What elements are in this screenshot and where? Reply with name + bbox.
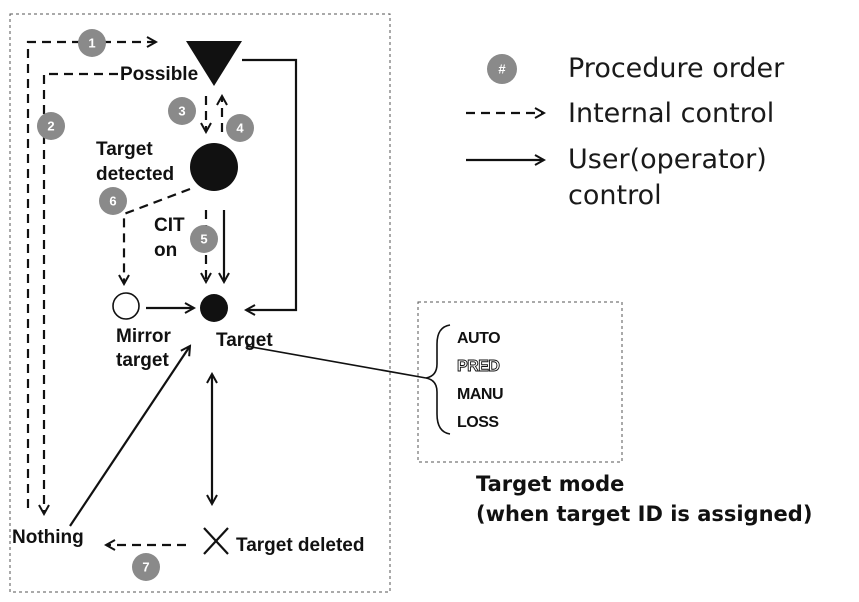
label-possible: Possible bbox=[120, 64, 198, 85]
arrow-6-internal bbox=[124, 187, 191, 284]
label-nothing: Nothing bbox=[12, 527, 84, 548]
svg-text:6: 6 bbox=[109, 194, 116, 209]
target-mode-frame bbox=[417, 301, 623, 463]
label-target-deleted: Target deleted bbox=[236, 535, 364, 556]
svg-text:#: # bbox=[498, 62, 506, 77]
badge-3: 3 bbox=[168, 97, 196, 125]
mirror-target-circle bbox=[112, 292, 140, 320]
label-target: Target bbox=[216, 330, 273, 351]
label-target-detected-1: Target bbox=[96, 139, 153, 160]
target-circle bbox=[200, 294, 228, 322]
label-mirror-target-1: Mirror bbox=[116, 326, 172, 347]
label-cit-1: CIT bbox=[154, 215, 185, 236]
svg-text:4: 4 bbox=[236, 121, 244, 136]
svg-text:1: 1 bbox=[88, 36, 95, 51]
arrow-2-internal bbox=[44, 72, 118, 514]
svg-text:5: 5 bbox=[200, 232, 207, 247]
connector-target-to-modes bbox=[245, 345, 427, 379]
svg-text:3: 3 bbox=[178, 104, 185, 119]
badge-2: 2 bbox=[37, 112, 65, 140]
badge-1: 1 bbox=[78, 29, 106, 57]
mode-auto: AUTO bbox=[457, 330, 500, 347]
legend-user-control-2: control bbox=[568, 180, 662, 211]
badge-6: 6 bbox=[99, 187, 127, 215]
legend-badge-icon: # bbox=[487, 54, 517, 84]
target-mode-subtitle: (when target ID is assigned) bbox=[476, 502, 812, 526]
arrow-possible-to-target bbox=[242, 58, 298, 310]
label-mirror-target-2: target bbox=[116, 350, 169, 371]
state-diagram-frame bbox=[9, 13, 391, 593]
target-deleted-x-icon bbox=[203, 527, 229, 555]
badge-5: 5 bbox=[190, 225, 218, 253]
mode-manu: MANU bbox=[457, 386, 503, 403]
badge-7: 7 bbox=[132, 553, 160, 581]
legend-internal-control: Internal control bbox=[568, 98, 774, 129]
badge-4: 4 bbox=[226, 114, 254, 142]
svg-text:2: 2 bbox=[47, 119, 54, 134]
label-target-detected-2: detected bbox=[96, 164, 174, 185]
label-cit-2: on bbox=[154, 240, 177, 261]
target-detected-circle bbox=[190, 143, 238, 191]
arrow-nothing-to-target bbox=[69, 346, 190, 527]
target-mode-title: Target mode bbox=[476, 472, 624, 496]
mode-loss: LOSS bbox=[457, 414, 499, 431]
mode-brace bbox=[425, 324, 451, 435]
possible-triangle bbox=[186, 41, 242, 86]
legend-user-control-1: User(operator) bbox=[568, 144, 767, 175]
arrow-1-internal bbox=[26, 42, 156, 508]
legend-procedure-order: Procedure order bbox=[568, 53, 785, 84]
svg-text:7: 7 bbox=[142, 560, 149, 575]
mode-pred: PRED bbox=[457, 358, 499, 375]
